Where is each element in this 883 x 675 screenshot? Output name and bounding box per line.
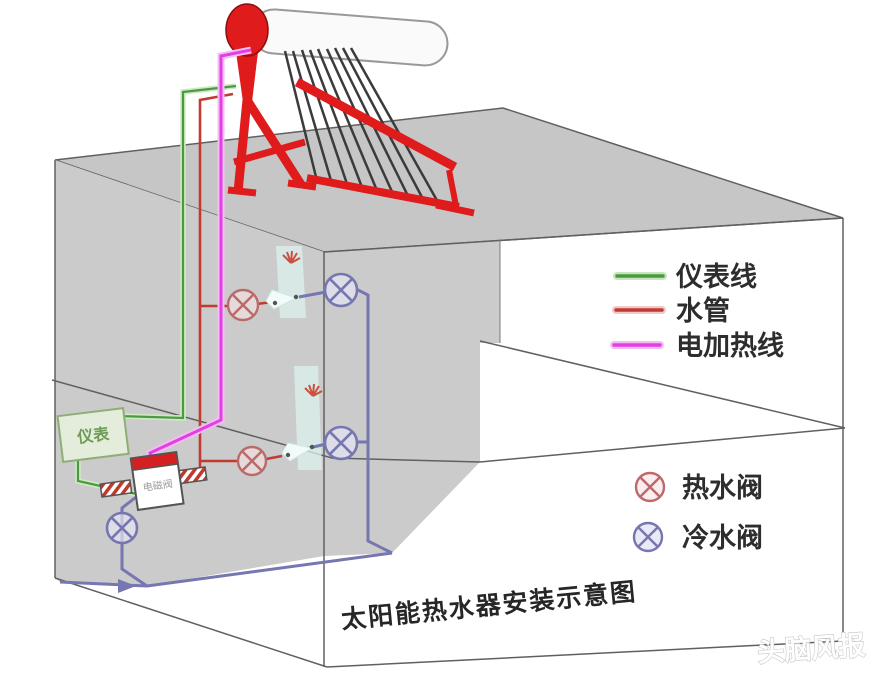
solenoid-valve-box: 电磁阀 (99, 450, 208, 512)
legend-label-water-pipe: 水管 (676, 296, 730, 326)
sprinkle-icon (304, 383, 323, 397)
bottom-front-right-edge (326, 640, 844, 668)
sprinkle-icon (282, 250, 301, 264)
shower-lower (281, 383, 323, 462)
watermark: 头脑风报 (756, 630, 866, 667)
second-floor-line (51, 379, 481, 463)
legend-label-instrument-line: 仪表线 (675, 262, 757, 292)
heater-frame (227, 78, 475, 217)
legend-lines: 仪表线 水管 电加热线 (610, 262, 784, 361)
meter-box: 仪表 (56, 407, 130, 463)
wall-top-edge (323, 217, 844, 253)
diagram-title: 太阳能热水器安装示意图 (340, 577, 638, 634)
element-bar-left (99, 479, 133, 498)
flow-arrow (118, 579, 136, 593)
hot-water-valve-icon (634, 471, 666, 503)
solar-water-heater (225, 3, 475, 217)
legend-label-hot-valve: 热水阀 (682, 473, 763, 503)
hot-water-valve-upper (226, 288, 260, 322)
legend-label-heating-line: 电加热线 (676, 331, 784, 361)
solenoid-valve-label: 电磁阀 (142, 477, 174, 494)
floor-slab-bottom (479, 427, 846, 463)
cold-water-valve-inlet (105, 511, 139, 545)
heater-float-ball (225, 3, 269, 57)
cold-water-valve-lower (323, 425, 359, 461)
bottom-front-left-edge (54, 577, 328, 668)
cold-water-valve-icon (632, 521, 664, 553)
legend-valves: 热水阀 冷水阀 (632, 471, 763, 553)
hot-water-valve-lower (236, 445, 268, 477)
floor-slab-top (479, 340, 846, 429)
heater-float-neck (236, 52, 258, 102)
shower-upper (265, 250, 301, 310)
cold-water-valve-upper (323, 272, 359, 308)
left-wall-face (55, 160, 324, 586)
legend-label-cold-valve: 冷水阀 (682, 523, 763, 553)
meter-box-label: 仪表 (75, 424, 111, 447)
